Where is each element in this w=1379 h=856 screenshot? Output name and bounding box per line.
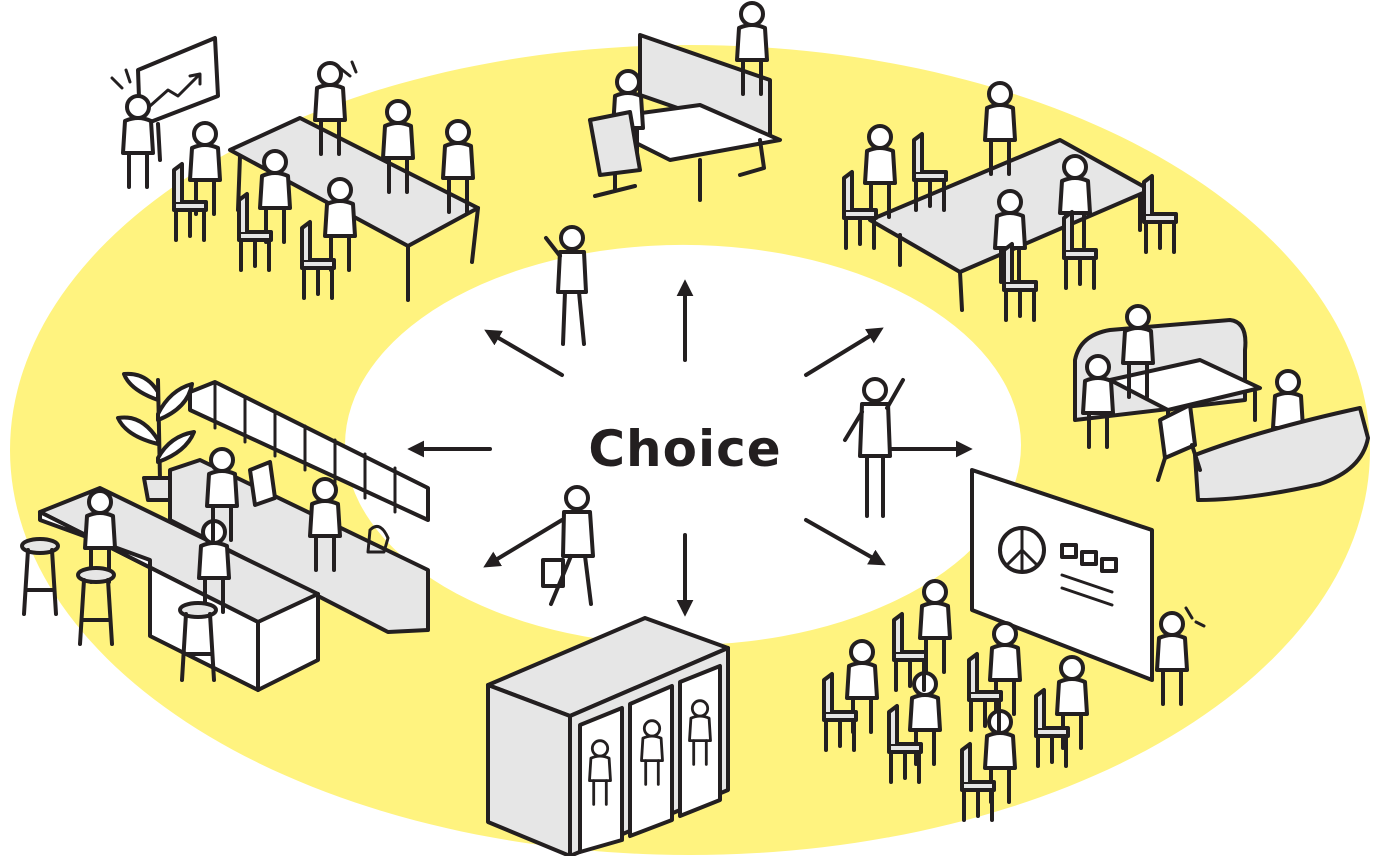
walking-person-top <box>544 225 588 346</box>
center-label: Choice <box>588 420 781 478</box>
arrow-down-left <box>483 518 564 568</box>
arrow-up-right <box>804 327 884 377</box>
scene-lounge-sofa-booth <box>1073 304 1370 502</box>
arrow-up-left <box>484 329 564 377</box>
slide-boxes <box>1060 543 1118 607</box>
scene-presentation-meeting-table <box>110 36 480 302</box>
scene-pantry-bar-counter <box>20 371 430 692</box>
pie-chart-icon <box>998 526 1046 574</box>
scene-conference-table-meeting <box>842 81 1178 322</box>
scene-phone-booth-pods <box>486 616 730 856</box>
presenter <box>121 94 155 189</box>
walking-person-bag <box>541 485 595 606</box>
arrows <box>407 279 973 617</box>
scene-standing-desk-workstation <box>588 1 782 202</box>
pointing-person-right <box>843 377 905 518</box>
bar-stool <box>20 537 218 682</box>
scene-screen-presentation-audience <box>822 468 1206 822</box>
arrow-down-right <box>804 518 886 566</box>
